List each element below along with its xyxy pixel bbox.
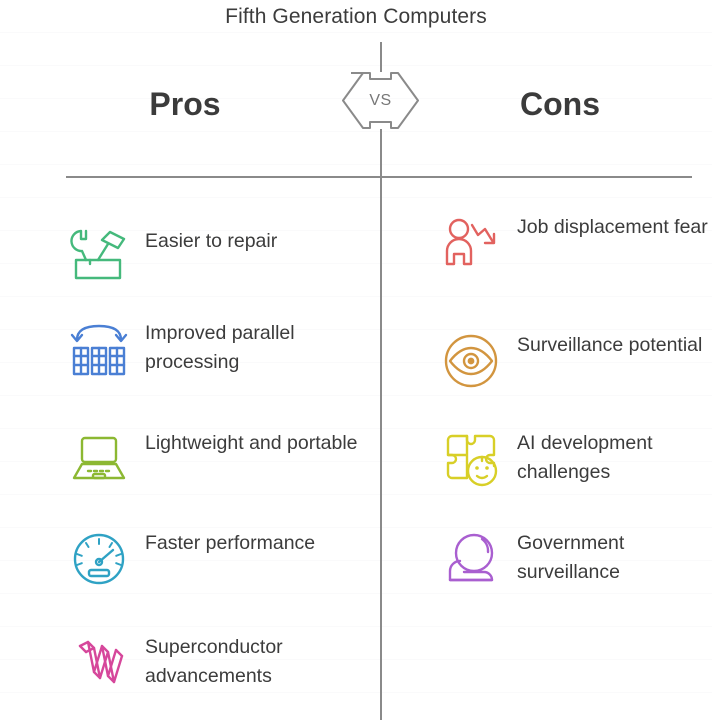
cons-item-1: Job displacement fear (440, 212, 712, 274)
pros-item-4: Faster performance (68, 528, 368, 590)
person-down-arrow-icon (440, 212, 502, 274)
puzzle-face-icon (440, 428, 502, 490)
cons-item-1-label: Job displacement fear (517, 216, 708, 238)
cons-item-3-label: AI development challenges (517, 432, 653, 483)
center-divider-top (380, 42, 382, 72)
pros-item-5-label: Superconductor advancements (145, 636, 283, 687)
vs-label: VS (369, 91, 392, 109)
pros-item-3-label: Lightweight and portable (145, 432, 358, 454)
pros-item-2: Improved parallel processing (68, 318, 368, 380)
wrench-hammer-repair-icon (68, 226, 130, 288)
pros-item-3: Lightweight and portable (68, 428, 368, 490)
crystal-ball-icon (440, 528, 502, 590)
cons-item-4: Government surveillance (440, 528, 712, 590)
pros-item-4-label: Faster performance (145, 532, 316, 554)
cons-item-2-label: Surveillance potential (517, 334, 703, 356)
pros-item-2-label: Improved parallel processing (145, 322, 295, 373)
laptop-icon (68, 428, 130, 490)
pros-item-5: Superconductor advancements (68, 632, 368, 694)
vs-hexagon-icon (342, 72, 419, 129)
parallel-servers-icon (68, 318, 130, 380)
cons-item-3: AI development challenges (440, 428, 712, 490)
page-title: Fifth Generation Computers (225, 5, 487, 28)
pros-item-1: Easier to repair (68, 226, 368, 288)
vs-badge: VS (341, 71, 420, 130)
speedometer-icon (68, 528, 130, 590)
cons-item-4-label: Government surveillance (517, 532, 625, 583)
center-divider-bottom (380, 129, 382, 720)
column-heading-cons: Cons (520, 86, 600, 122)
eye-in-circle-icon (440, 330, 502, 392)
header-divider (66, 176, 692, 178)
superconductor-coil-icon (68, 632, 130, 694)
cons-item-2: Surveillance potential (440, 330, 712, 392)
column-heading-pros: Pros (149, 86, 221, 122)
pros-item-1-label: Easier to repair (145, 230, 278, 252)
